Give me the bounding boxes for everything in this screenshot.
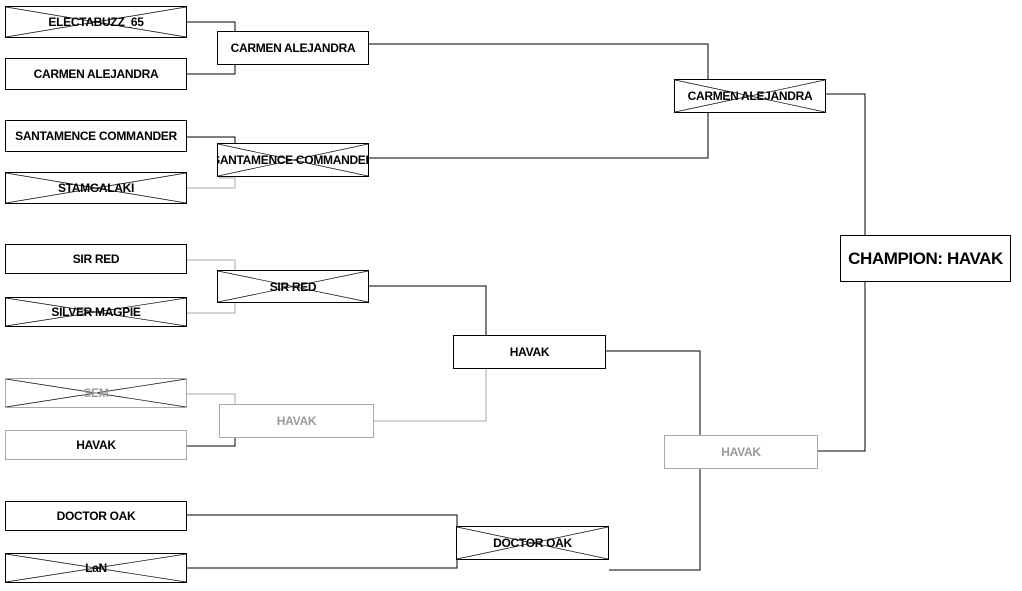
- entrant-box: SIR RED: [217, 270, 369, 303]
- entrant-name: DOCTOR OAK: [493, 536, 572, 550]
- entrant-name: SILVER MAGPIE: [51, 305, 141, 319]
- entrant-box: LaN: [5, 553, 187, 583]
- entrant-box: SIR RED: [5, 244, 187, 274]
- eliminated-cross-icon: [6, 379, 186, 407]
- entrant-name: HAVAK: [276, 414, 317, 428]
- entrant-name: HAVAK: [509, 345, 550, 359]
- eliminated-cross-icon: [6, 173, 186, 203]
- entrant-name: HAVAK: [76, 438, 116, 452]
- entrant-name: SIR RED: [72, 252, 120, 266]
- entrant-name: CARMEN ALEJANDRA: [33, 67, 159, 81]
- eliminated-cross-icon: [6, 298, 186, 326]
- connector-line: [369, 43, 709, 159]
- entrant-box: HAVAK: [219, 404, 374, 438]
- entrant-box: HAVAK: [664, 435, 818, 469]
- eliminated-cross-icon: [218, 144, 368, 176]
- entrant-name: STAMGALAKI: [57, 181, 135, 195]
- eliminated-cross-icon: [218, 271, 368, 302]
- connector-line: [187, 436, 236, 447]
- connector-line: [369, 285, 487, 335]
- connector-line: [187, 301, 236, 314]
- entrant-name: SANTAMENCE COMMANDER: [15, 129, 177, 143]
- entrant-box: ELECTABUZZ_65: [5, 6, 187, 38]
- connector-line: [187, 514, 458, 527]
- connector-line: [187, 560, 458, 569]
- entrant-box: STAMGALAKI: [5, 172, 187, 204]
- entrant-box: DOCTOR OAK: [456, 526, 609, 560]
- entrant-name: LaN: [85, 561, 107, 575]
- entrant-name: SEM: [83, 386, 109, 400]
- entrant-name: SANTAMENCE COMMANDER: [217, 153, 369, 167]
- entrant-box: CARMEN ALEJANDRA: [217, 31, 369, 65]
- eliminated-cross-icon: [6, 554, 186, 582]
- entrant-name: DOCTOR OAK: [56, 509, 136, 523]
- entrant-box: SEM: [5, 378, 187, 408]
- entrant-box: DOCTOR OAK: [5, 501, 187, 531]
- champion-box: CHAMPION: HAVAK: [840, 235, 1011, 282]
- entrant-box: SANTAMENCE COMMANDER: [217, 143, 369, 177]
- entrant-box: HAVAK: [5, 430, 187, 460]
- entrant-box: CARMEN ALEJANDRA: [674, 79, 826, 113]
- connector-line: [374, 369, 487, 422]
- entrant-box: CARMEN ALEJANDRA: [5, 58, 187, 90]
- entrant-name: ELECTABUZZ_65: [48, 15, 144, 29]
- entrant-name: CARMEN ALEJANDRA: [687, 89, 813, 103]
- entrant-box: SANTAMENCE COMMANDER: [5, 120, 187, 152]
- eliminated-cross-icon: [6, 7, 186, 37]
- entrant-name: CARMEN ALEJANDRA: [230, 41, 356, 55]
- entrant-name: HAVAK: [721, 445, 761, 459]
- connector-line: [187, 177, 236, 189]
- eliminated-cross-icon: [457, 527, 608, 559]
- eliminated-cross-icon: [675, 80, 825, 112]
- entrant-box: HAVAK: [453, 335, 606, 369]
- champion-label: CHAMPION: HAVAK: [848, 248, 1003, 268]
- entrant-name: SIR RED: [269, 279, 317, 294]
- entrant-box: SILVER MAGPIE: [5, 297, 187, 327]
